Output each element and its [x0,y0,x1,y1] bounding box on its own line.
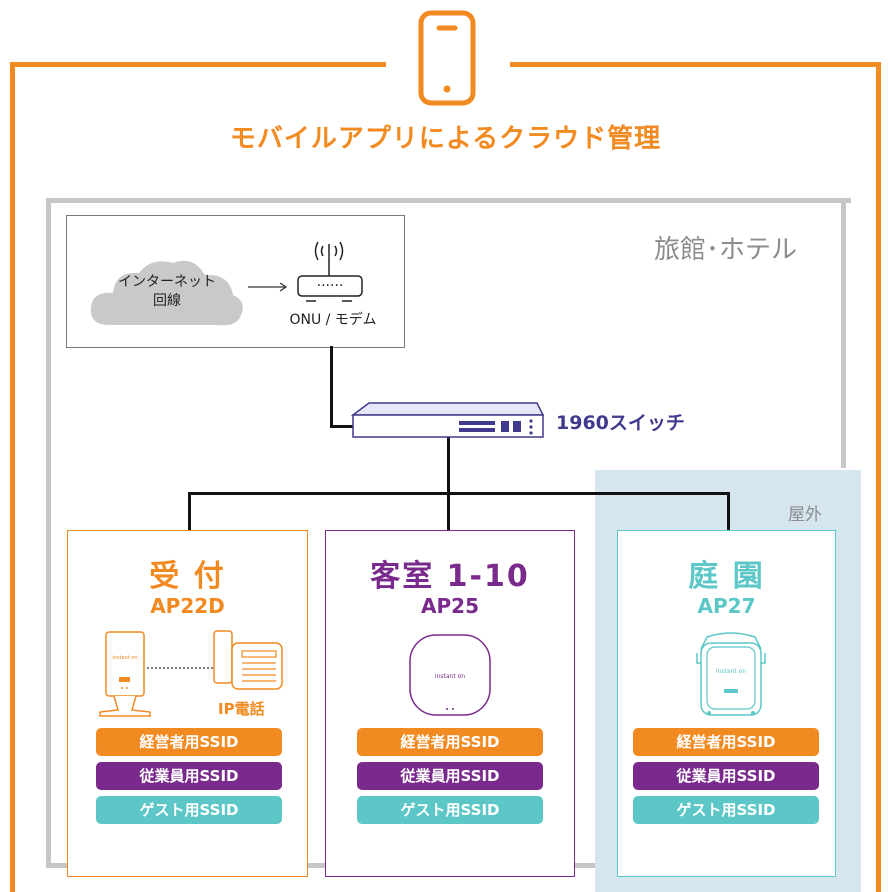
wire-to-zone-garden [727,492,730,540]
zone-name: 受 付 [149,559,226,594]
zone-name: 客室 1-10 [370,559,530,594]
wire-to-zone-reception [188,492,191,540]
ssid-guest: ゲスト用SSID [633,796,819,824]
zone-guest-rooms: 客室 1-10 AP25 instant on 経営者用SSID 従業員用SSI… [325,530,575,877]
frame-right [876,62,881,892]
svg-text:instant on: instant on [435,673,465,680]
ssid-staff: 従業員用SSID [96,762,282,790]
internet-connection-box: インターネット 回線 ······ ONU / モデム [66,215,405,348]
ap-model: AP25 [421,594,479,618]
outdoor-label: 屋外 [788,505,822,525]
ssid-guest: ゲスト用SSID [357,796,543,824]
svg-text:instant on: instant on [112,655,137,661]
svg-text:······: ······ [317,278,344,294]
wire-to-zone-rooms [447,492,450,540]
cloud-icon [90,260,243,326]
cloud-label-line2: 回線 [153,293,181,309]
mobile-phone-icon [418,10,476,106]
ssid-staff: 従業員用SSID [633,762,819,790]
ssid-owner: 経営者用SSID [357,728,543,756]
frame-left [10,62,15,892]
zone-reception: 受 付 AP22D instant on IP電話 経営者用SSID 従業員用S… [67,530,308,877]
ssid-owner: 経営者用SSID [633,728,819,756]
page-title: モバイルアプリによるクラウド管理 [229,124,662,154]
modem-label: ONU / モデム [289,312,377,328]
switch-icon [350,402,545,438]
venue-label: 旅館･ホテル [654,235,798,265]
wire-horizontal [188,492,730,495]
ssid-owner: 経営者用SSID [96,728,282,756]
zone-name: 庭 園 [688,559,765,594]
ap-model: AP22D [150,594,225,618]
wire-switch-down [447,437,450,495]
frame-top-left [10,62,386,67]
zone-garden: 庭 園 AP27 instant on 経営者用SSID 従業員用SSID ゲス… [617,530,836,877]
ssid-staff: 従業員用SSID [357,762,543,790]
wire-to-switch [330,425,360,428]
ap25-device-icon: instant on [409,634,491,716]
ap27-device-icon: instant on [696,632,766,716]
ip-phone-icon [213,630,283,690]
ap22d-device-icon: instant on [99,631,151,717]
arrow-icon [248,282,288,292]
ip-phone-label: IP電話 [218,700,265,718]
modem-icon: ······ [297,241,363,302]
switch-label: 1960スイッチ [556,412,685,434]
cloud-label-line1: インターネット [118,274,216,290]
wire-modem-down [330,346,333,428]
ssid-guest: ゲスト用SSID [96,796,282,824]
connection-dotted-line [147,667,217,669]
svg-text:instant on: instant on [716,668,746,675]
ap-model: AP27 [697,594,756,618]
frame-top-right [510,62,881,67]
venue-frame-right-edge [841,198,846,468]
